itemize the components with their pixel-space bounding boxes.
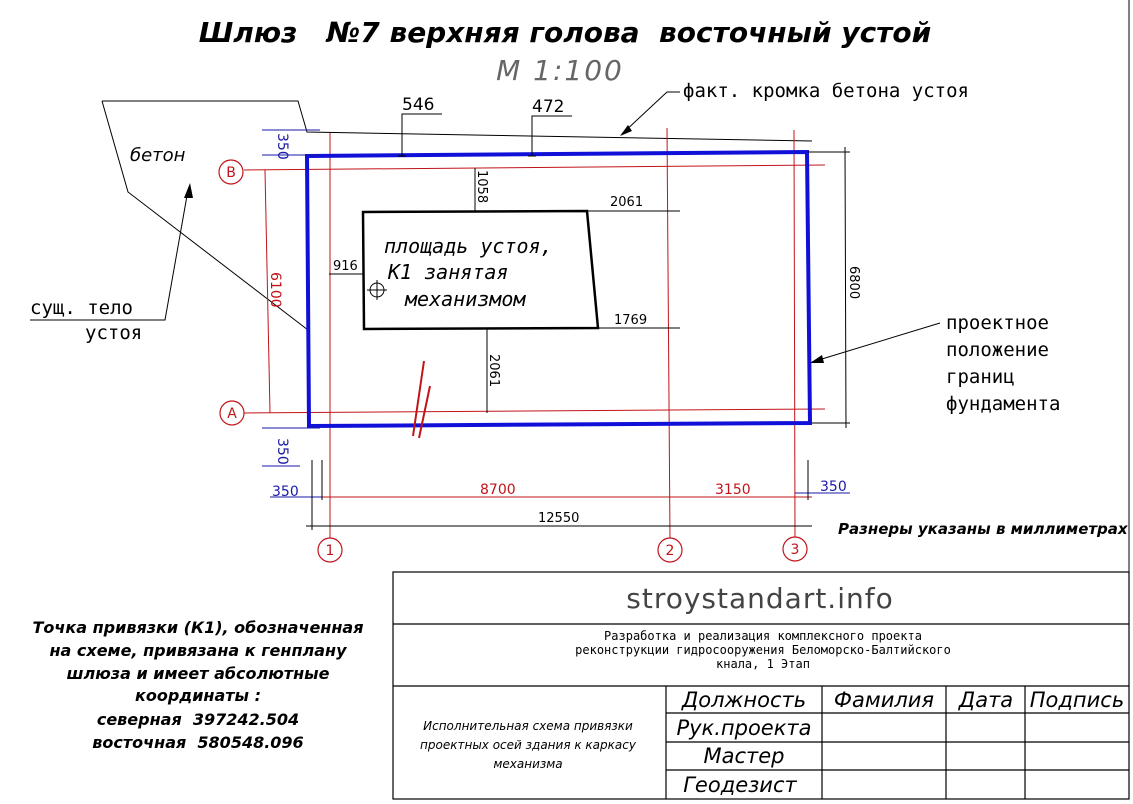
fact-edge-leader [621, 91, 680, 135]
dim-350-left: 350 [272, 484, 299, 500]
note-area-2: К1 занятая [387, 260, 508, 284]
axis-dim-6100-line [264, 169, 271, 414]
table-header-position: Должность [681, 688, 806, 712]
dim-350-right: 350 [820, 479, 847, 495]
project-line-2: реконструкции гидросооружения Беломорско… [575, 643, 951, 657]
axis-bubbles: В А 1 2 3 [218, 159, 808, 563]
k1-line-2: на схеме, привязана к генплану [49, 641, 347, 660]
axis-bubble-2 [657, 537, 683, 563]
dim-350-bottom: 350 [274, 438, 290, 465]
title-block-frame [392, 571, 1130, 800]
dim-1058: 1058 [474, 170, 489, 203]
concrete-edge-line [102, 100, 813, 142]
dim-350-top: 350 [274, 133, 290, 160]
dim-6800-lines [808, 146, 850, 429]
note-concrete: бетон [130, 145, 186, 166]
k1-point-icon [367, 280, 387, 300]
project-line-1: Разработка и реализация комплексного про… [604, 629, 922, 643]
table-row-surveyor: Геодезист [683, 773, 797, 797]
k1-line-3: шлюза и имеет абсолютные [67, 664, 330, 683]
existing-body-outline [101, 100, 309, 331]
top-dims [398, 113, 572, 157]
internal-dims [329, 168, 680, 413]
k1-east: восточная 580548.096 [92, 733, 303, 752]
foundation-boundary [304, 149, 813, 429]
dim-472: 472 [532, 97, 564, 117]
axis-line-b [243, 164, 826, 171]
drawing-scale: М 1:100 [496, 54, 624, 87]
dim-12550: 12550 [538, 511, 579, 526]
dim-6800: 6800 [846, 266, 861, 299]
dim-8700: 8700 [480, 482, 516, 498]
axis-label-3: 3 [791, 542, 800, 558]
site-name: stroystandart.info [626, 582, 893, 615]
note-existing-body-1: сущ. тело [30, 297, 133, 319]
blue-dim-lines [262, 129, 850, 498]
scheme-line-1: Исполнительная схема привязки [423, 719, 633, 733]
k1-coordinates-block: Точка привязки (К1), обозначенная на схе… [33, 618, 364, 752]
dim-916: 916 [333, 259, 358, 274]
note-design-1: проектное [946, 312, 1049, 334]
axis-line-3 [793, 129, 796, 541]
k1-north: северная 397242.504 [97, 710, 299, 729]
note-design-2: положение [946, 339, 1049, 361]
table-header-signature: Подпись [1030, 688, 1124, 712]
table-row-foreman: Мастер [703, 744, 784, 768]
axis-lines [243, 127, 826, 541]
drawing-title: Шлюз №7 верхняя голова восточный устой [199, 16, 932, 49]
dim-3150: 3150 [715, 482, 751, 498]
red-slant-mark [412, 360, 431, 439]
fact-edge-arrow [620, 125, 632, 136]
axis-line-2 [666, 127, 671, 541]
note-design-4: фундамента [946, 393, 1060, 415]
axis-label-1: 1 [326, 543, 335, 559]
existing-body-arrow [184, 183, 193, 198]
note-design-3: границ [946, 366, 1015, 388]
dim-2061-vert: 2061 [486, 354, 501, 387]
note-area-1: площадь устоя, [384, 234, 553, 258]
axis-bubble-a [219, 400, 245, 426]
note-units: Разнеры указаны в миллиметрах [838, 520, 1129, 538]
axis-bubble-b [218, 159, 244, 185]
scheme-line-2: проектных осей здания к каркасу [420, 738, 637, 752]
table-row-project-lead: Рук.проекта [676, 716, 811, 740]
axis-label-2: 2 [666, 543, 675, 559]
axis-label-a: А [227, 406, 237, 422]
existing-body-leader [30, 189, 189, 321]
k1-line-4: координаты : [135, 686, 261, 705]
table-header-name: Фамилия [834, 688, 934, 712]
bottom-dims-black [306, 460, 812, 530]
axis-bubble-3 [782, 536, 808, 562]
table-header-date: Дата [958, 688, 1013, 712]
k1-line-1: Точка привязки (К1), обозначенная [33, 618, 364, 637]
dim-6100: 6100 [267, 272, 283, 308]
note-fact-edge: факт. кромка бетона устоя [683, 80, 969, 102]
design-arrow [810, 355, 824, 363]
project-line-3: кнала, 1 Этап [716, 657, 810, 671]
axis-label-b: В [226, 165, 236, 181]
note-existing-body-2: устоя [85, 322, 142, 344]
axis-bubble-1 [317, 537, 343, 563]
axis-line-a [243, 408, 826, 414]
scheme-line-3: механизма [493, 757, 562, 771]
dim-546: 546 [402, 95, 434, 115]
dim-2061-top: 2061 [610, 195, 643, 210]
dim-1769: 1769 [614, 313, 647, 328]
note-area-3: механизмом [404, 287, 526, 311]
design-leader [811, 322, 941, 363]
